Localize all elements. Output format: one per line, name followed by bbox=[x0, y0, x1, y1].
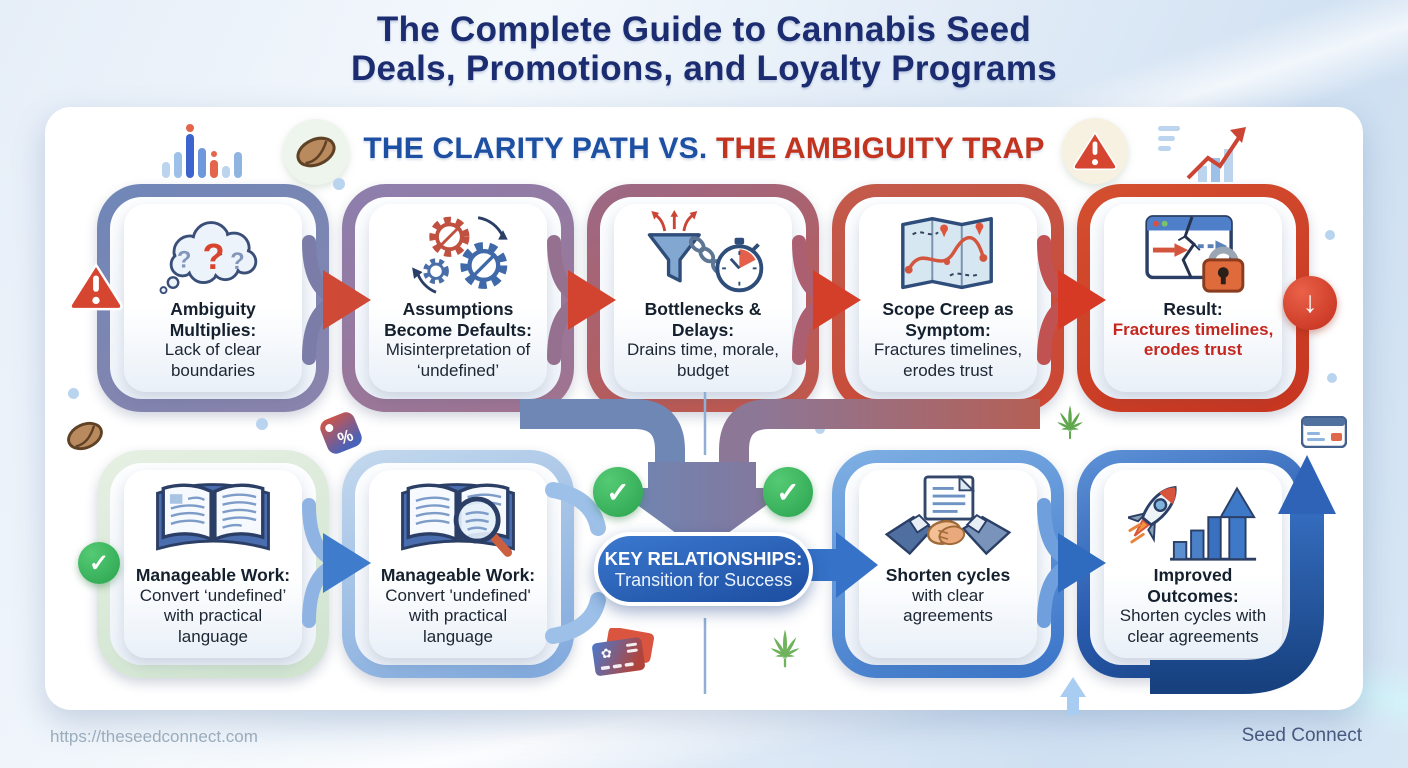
svg-text:?: ? bbox=[230, 248, 245, 275]
step-body: Lack of clear boundaries bbox=[164, 340, 262, 380]
step-title: Improved Outcomes: bbox=[1147, 565, 1239, 606]
step-box-manageable-work-1: Manageable Work: Convert ‘undefined’ wit… bbox=[97, 450, 329, 678]
page-title-line1: The Complete Guide to Cannabis Seed bbox=[376, 10, 1032, 49]
check-glyph: ✓ bbox=[606, 476, 630, 508]
step-box-result: Result: Fractures timelines, erodes trus… bbox=[1077, 184, 1309, 412]
seed-badge bbox=[283, 119, 349, 185]
step-box-bottlenecks-delays: Bottlenecks & Delays: Drains time, moral… bbox=[587, 184, 819, 412]
decorative-dot bbox=[1327, 373, 1337, 383]
gears-icon bbox=[395, 209, 521, 299]
step-title: Assumptions Become Defaults: bbox=[384, 299, 532, 340]
step-box-ambiguity-multiplies: ? ? ? Ambiguity Multiplies: Lack of clea… bbox=[97, 184, 329, 412]
footer-url: https://theseedconnect.com bbox=[50, 727, 258, 746]
credit-card-icon bbox=[1301, 416, 1347, 448]
footer-brand: Seed Connect bbox=[1241, 725, 1362, 746]
clarity-path-label: THE CLARITY PATH VS. bbox=[363, 132, 716, 165]
decorative-dot bbox=[256, 418, 268, 430]
step-title: Manageable Work: bbox=[135, 565, 291, 585]
pill-title: KEY RELATIONSHIPS: bbox=[604, 547, 803, 569]
down-arrow-glyph: ↓ bbox=[1302, 286, 1318, 319]
step-title: Ambiguity Multiplies: bbox=[169, 299, 257, 340]
seed-icon bbox=[292, 132, 340, 172]
step-body: Convert ‘undefined’ with practical langu… bbox=[139, 585, 287, 646]
step-body: Fractures timelines, erodes trust bbox=[1112, 319, 1274, 360]
step-body: Misinterpretation of ‘undefined’ bbox=[385, 340, 531, 380]
step-title: Result: bbox=[1163, 299, 1223, 319]
broken-window-lock-icon bbox=[1133, 209, 1253, 299]
decorative-dot bbox=[333, 178, 345, 190]
svg-text:?: ? bbox=[177, 246, 192, 273]
check-circle-icon: ✓ bbox=[763, 467, 813, 517]
step-box-improved-outcomes: Improved Outcomes: Shorten cycles with c… bbox=[1077, 450, 1309, 678]
check-glyph: ✓ bbox=[88, 549, 110, 577]
funnel-chain-stopwatch-icon bbox=[635, 209, 771, 299]
check-circle-icon: ✓ bbox=[78, 542, 120, 584]
step-title: Shorten cycles bbox=[885, 565, 1011, 585]
svg-text:✿: ✿ bbox=[600, 646, 613, 662]
step-body: Convert 'undefined' with practical langu… bbox=[385, 585, 531, 646]
step-body: Fractures timelines, erodes trust bbox=[873, 340, 1023, 380]
decorative-dot bbox=[815, 424, 825, 434]
step-title: Manageable Work: bbox=[380, 565, 536, 585]
map-routes-icon bbox=[893, 209, 1003, 299]
decorative-dot bbox=[68, 388, 79, 399]
step-body: Drains time, morale, budget bbox=[626, 340, 780, 380]
step-title: Scope Creep as Symptom: bbox=[882, 299, 1014, 340]
decorative-dot bbox=[1325, 230, 1335, 240]
page-title-line2: Deals, Promotions, and Loyalty Programs bbox=[350, 49, 1058, 88]
step-title: Bottlenecks & Delays: bbox=[644, 299, 762, 340]
price-tag-icon: % bbox=[316, 408, 366, 458]
seed-icon bbox=[62, 416, 108, 456]
pill-subtitle: Transition for Success bbox=[614, 569, 793, 590]
warning-badge bbox=[1062, 118, 1128, 184]
cannabis-leaf-icon bbox=[759, 628, 811, 684]
page-title: The Complete Guide to Cannabis Seed Deal… bbox=[0, 10, 1408, 88]
cannabis-leaf-icon bbox=[1047, 404, 1093, 454]
step-box-assumptions-defaults: Assumptions Become Defaults: Misinterpre… bbox=[342, 184, 574, 412]
trend-up-chart-icon bbox=[1158, 122, 1250, 186]
book-magnifier-icon bbox=[394, 475, 522, 565]
step-box-manageable-work-2: Manageable Work: Convert 'undefined' wit… bbox=[342, 450, 574, 678]
key-relationships-pill: KEY RELATIONSHIPS: Transition for Succes… bbox=[594, 532, 813, 606]
rocket-growth-icon bbox=[1128, 475, 1258, 565]
step-box-scope-creep: Scope Creep as Symptom: Fractures timeli… bbox=[832, 184, 1064, 412]
down-arrow-circle-icon: ↓ bbox=[1283, 276, 1337, 330]
step-body: with clear agreements bbox=[903, 585, 993, 626]
check-circle-icon: ✓ bbox=[593, 467, 643, 517]
check-glyph: ✓ bbox=[776, 476, 800, 508]
loyalty-cards-icon: ✿ bbox=[592, 628, 658, 680]
step-body: Shorten cycles with clear agreements bbox=[1119, 606, 1267, 646]
step-box-shorten-cycles: Shorten cycles with clear agreements bbox=[832, 450, 1064, 678]
warning-triangle-icon bbox=[68, 262, 124, 312]
bar-chart-icon bbox=[160, 120, 252, 184]
handshake-document-icon bbox=[884, 475, 1012, 565]
svg-text:?: ? bbox=[203, 236, 225, 277]
warning-triangle-icon bbox=[1072, 130, 1118, 172]
ambiguity-trap-label: THE AMBIGUITY TRAP bbox=[715, 132, 1045, 165]
thought-cloud-questions-icon: ? ? ? bbox=[154, 209, 272, 299]
open-book-icon bbox=[149, 475, 277, 565]
